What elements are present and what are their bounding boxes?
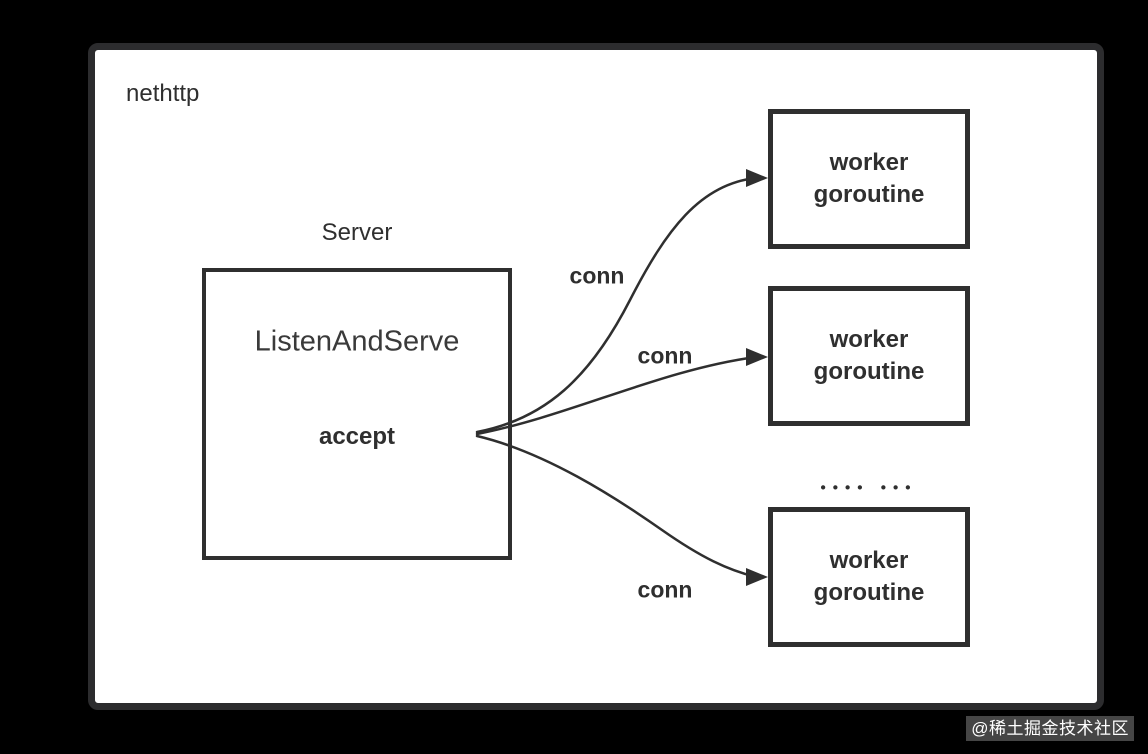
conn-label-1: conn: [569, 262, 625, 289]
worker-box-line1: worker: [829, 547, 909, 574]
server-box-title: Server: [321, 219, 393, 246]
more-workers-ellipsis: •••• •••: [820, 479, 918, 497]
worker-box-line1: worker: [829, 149, 909, 176]
accept-label: accept: [318, 423, 396, 450]
page-title: nethttp: [126, 80, 200, 107]
worker-box-line1: worker: [829, 326, 909, 353]
worker-box-line2: goroutine: [813, 579, 925, 606]
worker-goroutine-box-3: worker goroutine: [768, 507, 970, 647]
worker-box-line2: goroutine: [813, 358, 925, 385]
worker-goroutine-box-2: worker goroutine: [768, 286, 970, 426]
watermark: @稀土掘金技术社区: [966, 716, 1134, 741]
worker-box-line2: goroutine: [813, 181, 925, 208]
worker-goroutine-box-1: worker goroutine: [768, 109, 970, 249]
server-box: [202, 268, 512, 560]
conn-label-2: conn: [637, 342, 693, 369]
listen-and-serve-label: ListenAndServe: [254, 325, 460, 358]
conn-label-3: conn: [637, 576, 693, 603]
